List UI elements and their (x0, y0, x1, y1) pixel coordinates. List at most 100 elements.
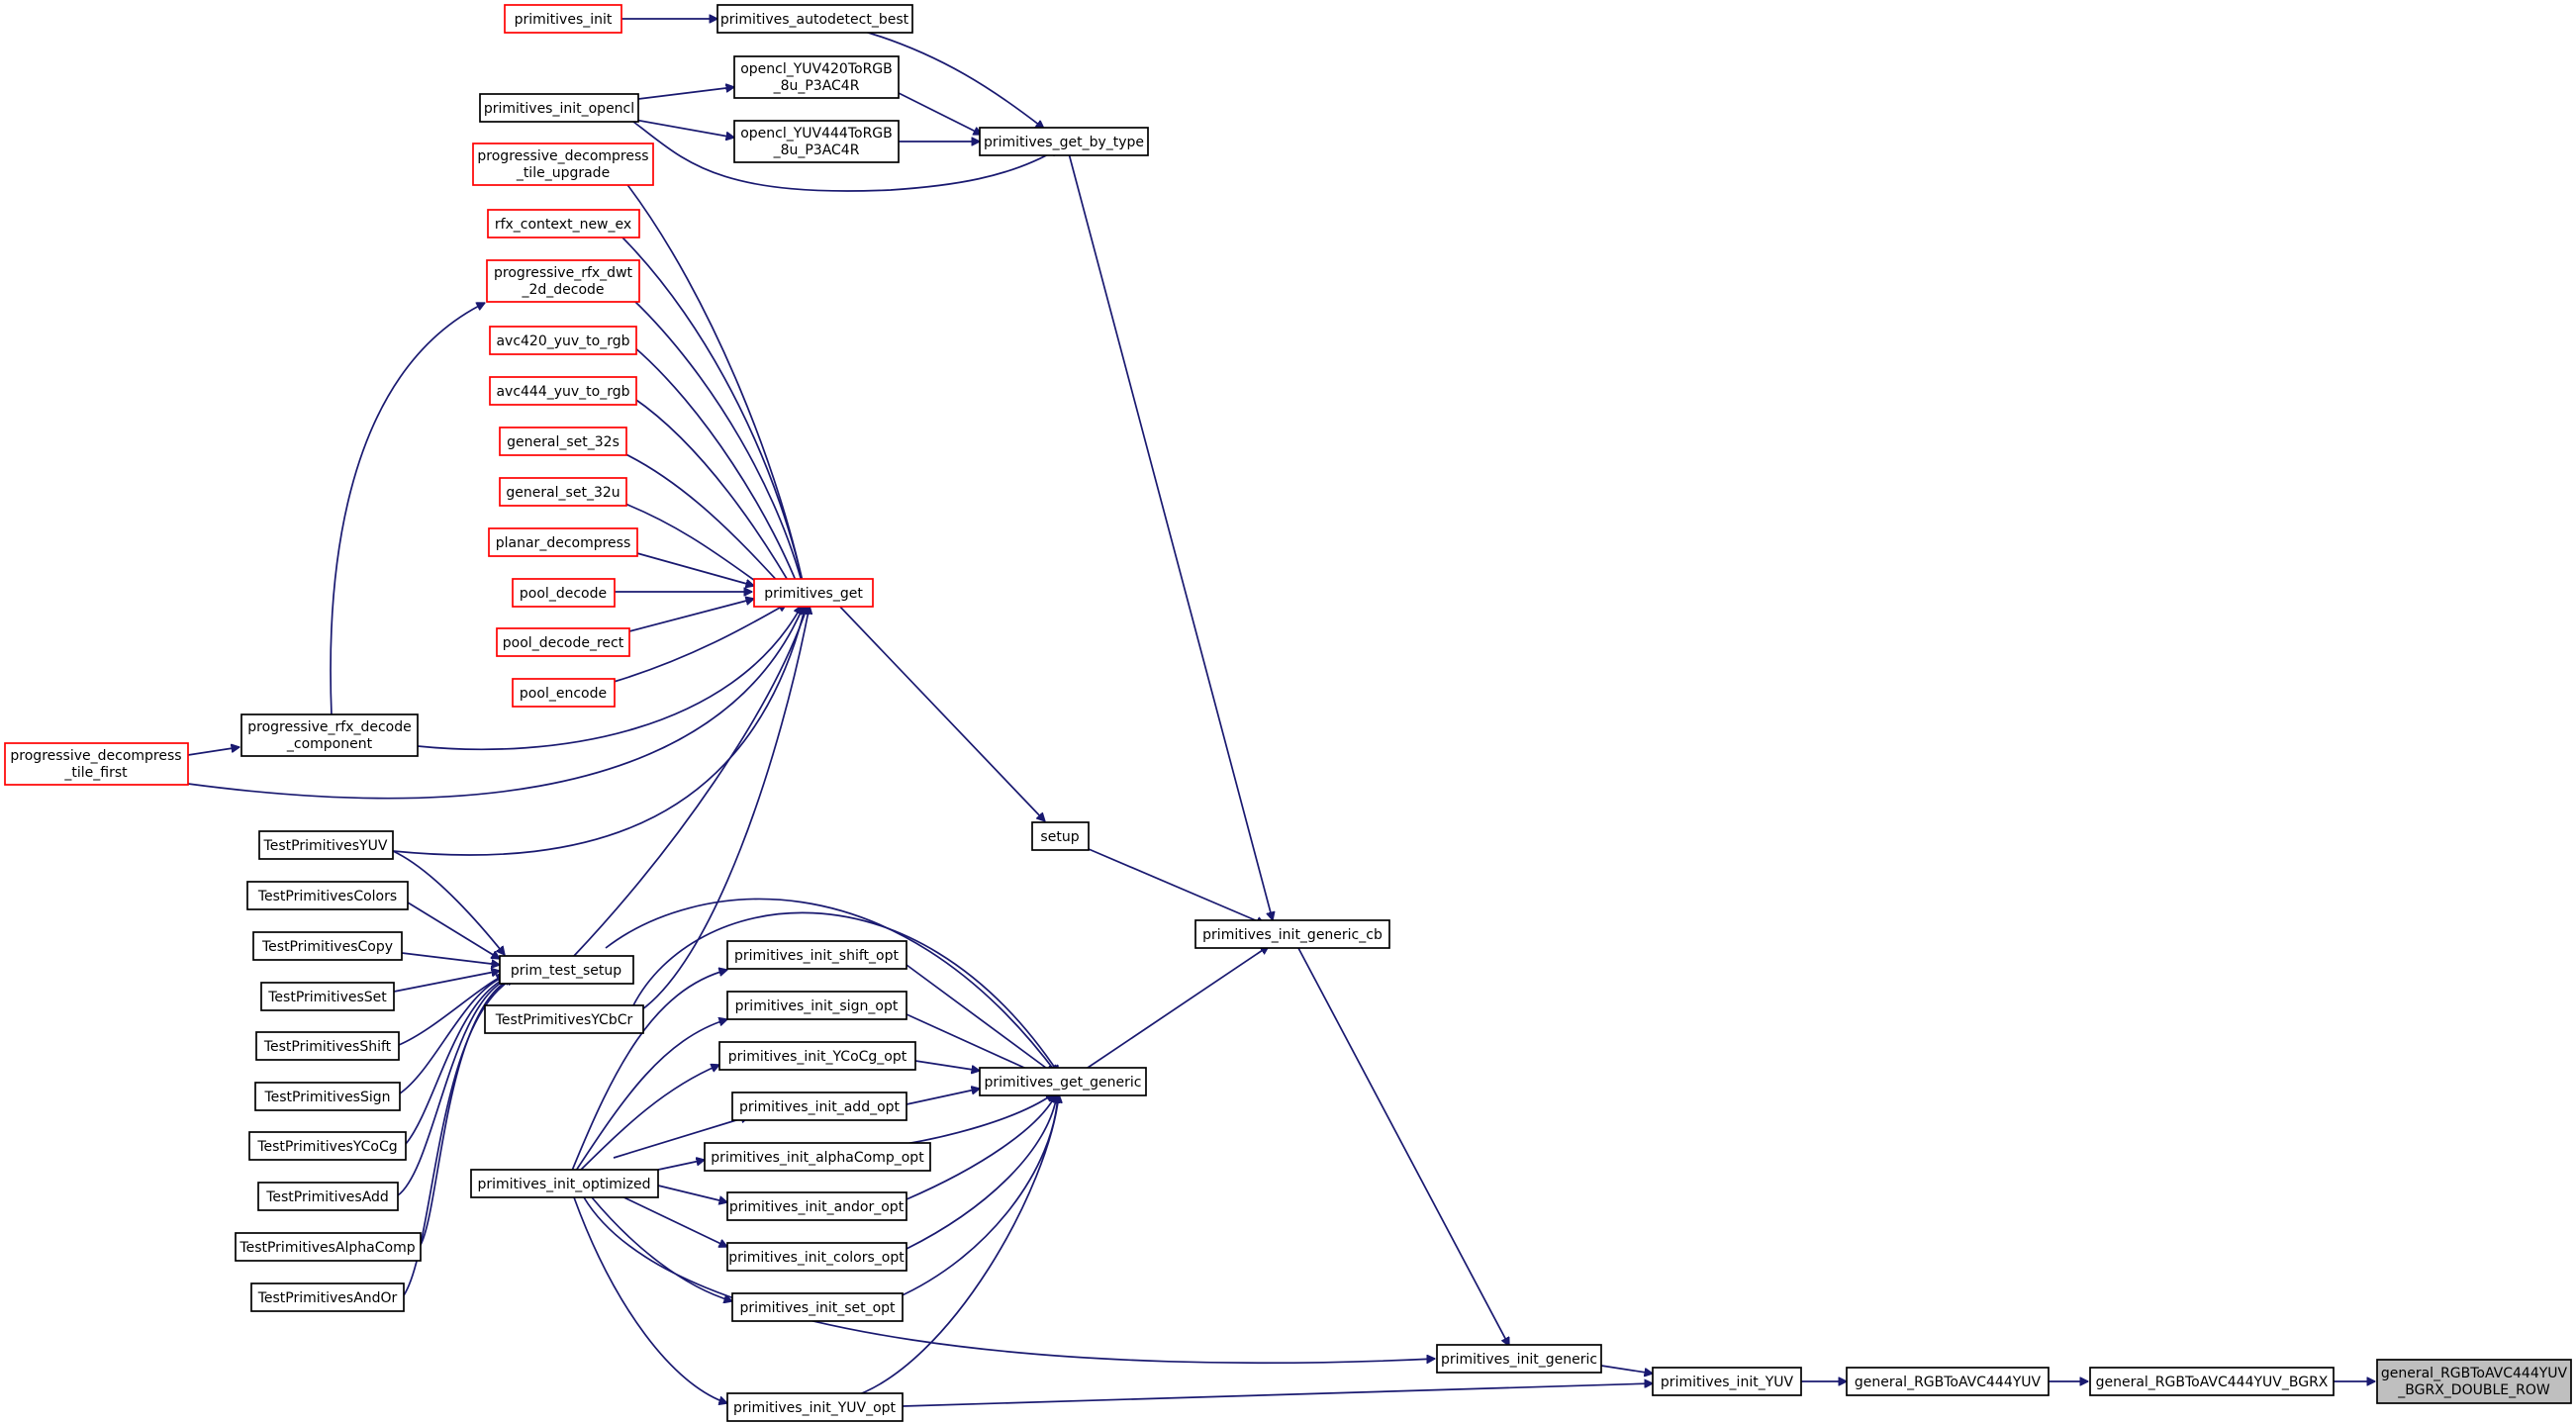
node-test-primitives-add[interactable]: TestPrimitivesAdd (257, 1182, 399, 1211)
edge-tile-first-to-get (187, 606, 804, 800)
node-avc420-yuv-to-rgb[interactable]: avc420_yuv_to_rgb (489, 326, 637, 355)
node-progressive-decompress-tile-upgrade[interactable]: progressive_decompress _tile_upgrade (472, 142, 654, 186)
node-primitives-init-optimized-label: primitives_init_optimized (478, 1177, 651, 1192)
node-test-primitives-colors[interactable]: TestPrimitivesColors (246, 881, 409, 910)
node-rfx-context-new-ex[interactable]: rfx_context_new_ex (487, 209, 640, 238)
node-test-primitives-shift[interactable]: TestPrimitivesShift (255, 1031, 400, 1061)
edge-decode-component-to-dwt (330, 302, 485, 716)
node-general-set-32s[interactable]: general_set_32s (499, 427, 627, 456)
node-general-set-32u-label: general_set_32u (506, 485, 620, 501)
node-primitives-get-label: primitives_get (764, 586, 863, 602)
edge-ycbcr-to-generic (632, 911, 1059, 1074)
node-planar-decompress[interactable]: planar_decompress (488, 527, 638, 557)
node-primitives-init-generic[interactable]: primitives_init_generic (1436, 1344, 1602, 1374)
node-dwt-label-line1: progressive_rfx_dwt (494, 265, 633, 281)
node-pool-encode-label: pool_encode (520, 686, 607, 702)
edge-yuv-test-to-get (392, 606, 806, 856)
edge-tile-first-to-decode-component (187, 747, 239, 756)
edge-ycbcr-to-get (632, 606, 810, 1016)
node-primitives-get[interactable]: primitives_get (753, 578, 874, 608)
node-andor-opt-label: primitives_init_andor_opt (729, 1199, 905, 1215)
node-primitives-init-generic-cb[interactable]: primitives_init_generic_cb (1194, 919, 1390, 949)
node-pool-encode[interactable]: pool_encode (512, 678, 616, 708)
node-general-rgbtoavc444yuv[interactable]: general_RGBToAVC444YUV (1846, 1367, 2050, 1396)
node-test-primitives-andor[interactable]: TestPrimitivesAndOr (250, 1282, 405, 1312)
node-test-primitives-yuv-label: TestPrimitivesYUV (263, 838, 388, 854)
node-primitives-init-set-opt[interactable]: primitives_init_set_opt (731, 1292, 904, 1322)
node-primitives-init-generic-label: primitives_init_generic (1441, 1352, 1597, 1368)
node-primitives-init-sign-opt[interactable]: primitives_init_sign_opt (726, 991, 907, 1020)
node-opencl-yuv420[interactable]: opencl_YUV420ToRGB _8u_P3AC4R (733, 55, 900, 99)
node-primitives-init-yuv[interactable]: primitives_init_YUV (1652, 1367, 1802, 1396)
node-alphacomp-opt-label: primitives_init_alphaComp_opt (711, 1150, 924, 1166)
node-primitives-init-ycocg-opt[interactable]: primitives_init_YCoCg_opt (718, 1041, 916, 1071)
node-opencl-yuv420-label-line2: _8u_P3AC4R (773, 78, 860, 94)
edge-ycocg-opt-to-generic (914, 1060, 980, 1071)
node-test-primitives-ycocg-label: TestPrimitivesYCoCg (256, 1139, 397, 1155)
node-general-rgbtoavc444yuv-bgrx-double-row[interactable]: general_RGBToAVC444YUV _BGRX_DOUBLE_ROW (2376, 1359, 2572, 1404)
node-prim-test-setup[interactable]: prim_test_setup (499, 955, 634, 985)
edge-test-andor-to-setup (403, 977, 515, 1296)
node-tile-upgrade-label-line2: _tile_upgrade (516, 165, 610, 181)
node-primitives-init-alphacomp-opt[interactable]: primitives_init_alphaComp_opt (704, 1142, 931, 1172)
node-decode-component-label-line1: progressive_rfx_decode (247, 719, 411, 735)
node-dwt-label-line2: _2d_decode (521, 282, 604, 298)
node-primitives-init-add-opt[interactable]: primitives_init_add_opt (731, 1092, 907, 1121)
node-test-primitives-sign[interactable]: TestPrimitivesSign (254, 1082, 401, 1111)
edge-dwt-to-get (632, 299, 807, 601)
node-opencl-yuv444-label-line1: opencl_YUV444ToRGB (740, 126, 893, 142)
node-decode-component-label-line2: _component (286, 736, 373, 752)
node-avc444-yuv-to-rgb[interactable]: avc444_yuv_to_rgb (489, 376, 637, 406)
edge-test-ycocg-to-setup (405, 977, 509, 1145)
node-primitives-get-generic-label: primitives_get_generic (985, 1075, 1142, 1091)
node-test-primitives-ycbcr-label: TestPrimitivesYCbCr (495, 1012, 633, 1028)
edge-test-set-to-setup (393, 971, 500, 993)
node-progressive-rfx-dwt-2d-decode[interactable]: progressive_rfx_dwt _2d_decode (486, 259, 640, 303)
node-pool-decode-label: pool_decode (520, 586, 607, 602)
node-setup[interactable]: setup (1031, 821, 1090, 851)
node-opencl-yuv444[interactable]: opencl_YUV444ToRGB _8u_P3AC4R (733, 120, 900, 163)
node-pool-decode[interactable]: pool_decode (512, 578, 616, 608)
edge-get-by-type-to-generic-cb (1068, 152, 1273, 920)
edge-optimized-to-init-generic (583, 1196, 1435, 1365)
node-pool-decode-rect[interactable]: pool_decode_rect (496, 627, 630, 657)
edge-setup-to-generic-cb (1088, 848, 1265, 924)
node-primitives-init-yuv-opt[interactable]: primitives_init_YUV_opt (726, 1392, 904, 1422)
node-primitives-get-generic[interactable]: primitives_get_generic (979, 1067, 1147, 1096)
node-test-primitives-ycocg[interactable]: TestPrimitivesYCoCg (248, 1131, 407, 1161)
node-test-primitives-ycbcr[interactable]: TestPrimitivesYCbCr (484, 1004, 644, 1034)
node-test-primitives-sign-label: TestPrimitivesSign (263, 1090, 390, 1105)
node-general-set-32u[interactable]: general_set_32u (499, 477, 627, 507)
node-progressive-decompress-tile-first[interactable]: progressive_decompress _tile_first (4, 742, 189, 786)
edge-optimized-to-set-opt (591, 1196, 732, 1301)
node-progressive-rfx-decode-component[interactable]: progressive_rfx_decode _component (240, 713, 419, 757)
node-double-row-label-line2: _BGRX_DOUBLE_ROW (2397, 1382, 2550, 1398)
node-general-rgbtoavc444yuv-bgrx[interactable]: general_RGBToAVC444YUV_BGRX (2089, 1367, 2335, 1396)
node-test-primitives-set[interactable]: TestPrimitivesSet (260, 982, 395, 1011)
node-test-primitives-copy[interactable]: TestPrimitivesCopy (252, 931, 403, 961)
node-primitives-init[interactable]: primitives_init (504, 4, 622, 34)
edge-test-colors-to-setup (407, 902, 500, 959)
edge-colors-opt-to-generic (906, 1094, 1057, 1250)
node-avc420-yuv-to-rgb-label: avc420_yuv_to_rgb (496, 333, 629, 349)
node-primitives-get-by-type[interactable]: primitives_get_by_type (979, 127, 1149, 156)
node-colors-opt-label: primitives_init_colors_opt (728, 1250, 905, 1266)
node-primitives-autodetect-best[interactable]: primitives_autodetect_best (716, 4, 913, 34)
edge-test-shift-to-setup (398, 974, 505, 1046)
edge-test-yuv-to-setup (392, 850, 505, 955)
node-primitives-init-shift-opt[interactable]: primitives_init_shift_opt (726, 940, 907, 970)
node-yuv-opt-label: primitives_init_YUV_opt (733, 1400, 897, 1416)
nodes: primitives_init primitives_autodetect_be… (4, 4, 2572, 1422)
node-primitives-init-opencl[interactable]: primitives_init_opencl (479, 93, 639, 123)
node-primitives-init-optimized[interactable]: primitives_init_optimized (470, 1169, 659, 1198)
node-test-primitives-yuv[interactable]: TestPrimitivesYUV (258, 830, 394, 860)
node-planar-decompress-label: planar_decompress (496, 535, 631, 551)
edge-opencl-to-yuv420 (637, 87, 734, 100)
node-test-primitives-alphacomp[interactable]: TestPrimitivesAlphaComp (235, 1232, 422, 1262)
node-opencl-yuv444-label-line2: _8u_P3AC4R (773, 142, 860, 158)
node-test-primitives-colors-label: TestPrimitivesColors (257, 889, 397, 904)
node-primitives-init-colors-opt[interactable]: primitives_init_colors_opt (726, 1242, 907, 1272)
node-primitives-init-andor-opt[interactable]: primitives_init_andor_opt (726, 1191, 907, 1221)
edge-get-to-setup (836, 603, 1045, 821)
